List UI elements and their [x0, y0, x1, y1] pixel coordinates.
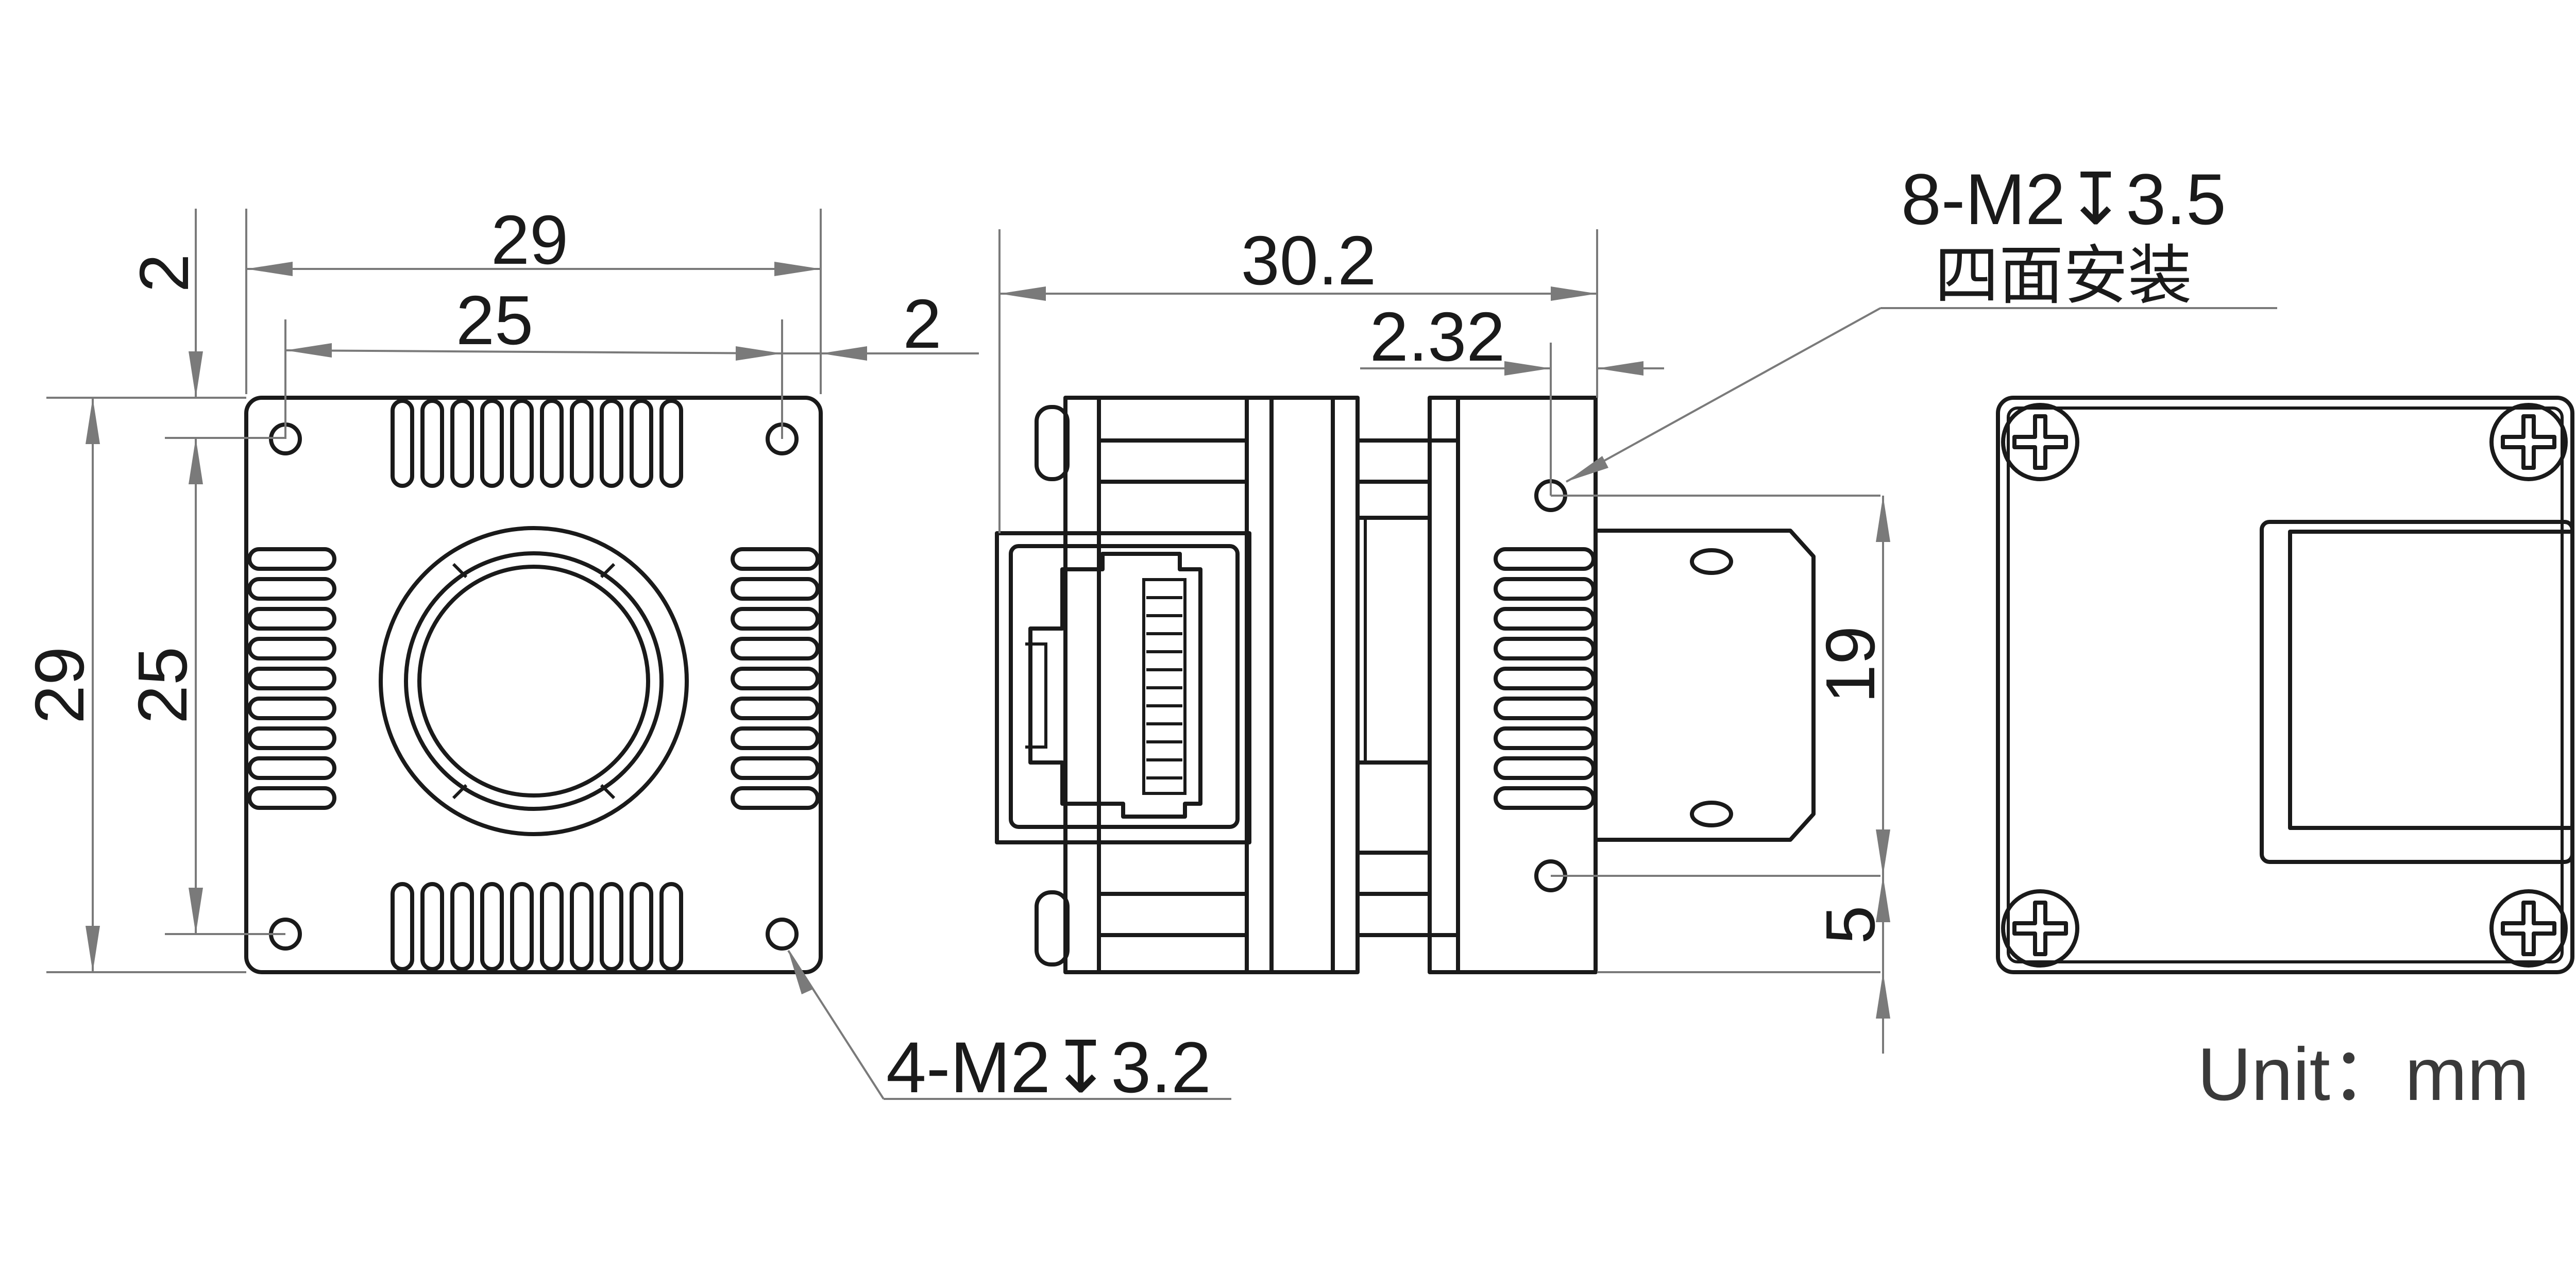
side-peg: [1035, 890, 1070, 967]
screw-icon: [2001, 889, 2079, 968]
mounting-hole: [766, 918, 799, 951]
screw-icon: [2489, 889, 2568, 968]
dim-label-hole-bottom: 5: [1811, 905, 1889, 944]
front-left-fins: [247, 547, 336, 810]
front-hole-callout: 4-M2↧3.2: [787, 950, 1231, 1108]
dim-offset-right: 2: [782, 285, 979, 363]
side-fins: [1494, 547, 1596, 810]
dim-hole-offset: 2.32: [1360, 298, 1664, 496]
rear-housing: [1996, 396, 2574, 974]
side-middle-band: [1245, 396, 1360, 974]
dim-label-height-outer: 29: [21, 647, 98, 724]
dim-label-height-holes: 25: [124, 647, 201, 724]
side-front-block: [1428, 396, 1598, 974]
rear-view: [1996, 396, 2574, 974]
dim-width-holes: 25: [284, 281, 783, 439]
barrel-slot: [1690, 548, 1733, 575]
dim-length: 30.2: [998, 222, 1598, 533]
dim-label-width-holes: 25: [456, 281, 533, 359]
screw-icon: [2489, 403, 2568, 481]
side-peg: [1035, 405, 1070, 481]
mount-notch: [600, 563, 616, 579]
side-hole-note: 8-M2↧3.5: [1901, 159, 2226, 240]
dim-hole-spacing: 19: [1551, 495, 1890, 877]
side-lens-barrel: [1594, 529, 1816, 842]
front-bottom-fins: [391, 882, 683, 971]
mount-notch: [600, 784, 616, 800]
dim-width-outer: 29: [245, 201, 822, 394]
dim-label-hole-spacing: 19: [1811, 626, 1889, 703]
screw-icon: [2001, 403, 2079, 481]
side-view: 30.2 2.32 19 5: [995, 159, 2277, 1054]
front-hole-note: 4-M2↧3.2: [886, 1027, 1211, 1108]
dim-label-offset-right: 2: [903, 285, 941, 363]
side-hole-callout: 8-M2↧3.5 四面安装: [1566, 159, 2277, 483]
rj45-connector: [995, 531, 1251, 844]
front-top-fins: [391, 399, 683, 488]
dim-label-length: 30.2: [1241, 222, 1377, 299]
lens-mount-ring: [404, 551, 664, 811]
dim-label-offset-top: 2: [125, 253, 203, 292]
rear-housing-inner: [2007, 406, 2564, 963]
front-housing: [244, 396, 823, 974]
side-rails: [1097, 396, 1432, 974]
rear-label-window: [2260, 520, 2574, 864]
side-hole-note-sub: 四面安装: [1935, 239, 2192, 313]
unit-label: Unit：mm: [2197, 1032, 2529, 1116]
rear-label-window-inner: [2288, 530, 2574, 830]
dim-label-width-outer: 29: [491, 201, 568, 279]
mount-notch: [452, 563, 468, 579]
dim-hole-bottom: 5: [1597, 876, 1890, 1054]
mount-notch: [452, 784, 468, 800]
side-rear-plate: [1063, 396, 1101, 974]
front-right-fins: [731, 547, 820, 810]
dim-height-holes: 25: [124, 438, 285, 935]
lens-mount-outer: [379, 526, 689, 836]
lens-mount-inner: [417, 565, 650, 798]
barrel-slot: [1690, 801, 1733, 827]
dim-label-hole-offset: 2.32: [1370, 298, 1505, 376]
dim-height-outer: 29: [21, 398, 246, 973]
dim-offset-top: 2: [46, 209, 285, 484]
front-view: 29 25 2 2: [21, 201, 1231, 1108]
